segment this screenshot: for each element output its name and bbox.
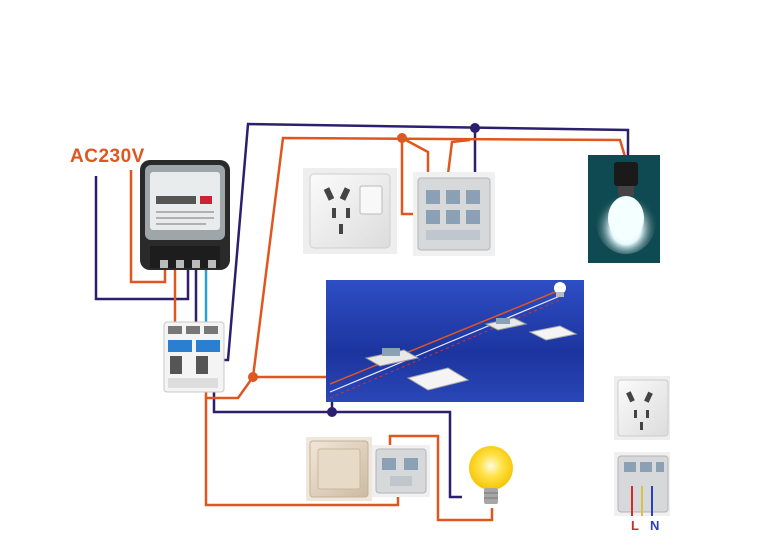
- neutral-junction-lower: [327, 407, 337, 417]
- warm-light-bulb: [462, 440, 520, 508]
- wall-switch: [306, 437, 372, 501]
- neutral-trunk-lower: [212, 383, 480, 499]
- switch-to-warm-bulb: [388, 434, 494, 522]
- socket-with-switch: [303, 168, 397, 254]
- supply-wires: [94, 170, 190, 301]
- junction-dots: [248, 123, 480, 417]
- panel-socket-plate-left: [406, 367, 470, 391]
- neutral-terminal-label: N: [650, 518, 660, 533]
- five-hole-socket: [614, 376, 670, 440]
- wall-switch-rear-terminals: [372, 445, 430, 497]
- residual-current-breaker: [163, 321, 225, 393]
- panel-mini-bulb: [554, 282, 566, 297]
- wiring-route-illustration: [326, 280, 584, 402]
- cool-light-bulb: [588, 155, 660, 263]
- supply-neutral-wire: [94, 176, 190, 301]
- supply-voltage-label: AC230V: [70, 146, 145, 167]
- socket-switch-rear-terminals: [413, 172, 495, 256]
- phase-junction-top: [397, 133, 407, 143]
- panel-socket-plate-right: [528, 325, 578, 341]
- meter-to-breaker-wires: [173, 268, 208, 322]
- socket-rear-terminals: [614, 452, 670, 516]
- phase-junction-left: [248, 372, 258, 382]
- neutral-junction-top: [470, 123, 480, 133]
- panel-switch-box-right: [484, 317, 528, 331]
- supply-phase-wire: [129, 170, 167, 284]
- line-terminal-label: L: [631, 518, 639, 533]
- panel-switch-box-left: [364, 348, 420, 367]
- electricity-meter: [140, 160, 230, 270]
